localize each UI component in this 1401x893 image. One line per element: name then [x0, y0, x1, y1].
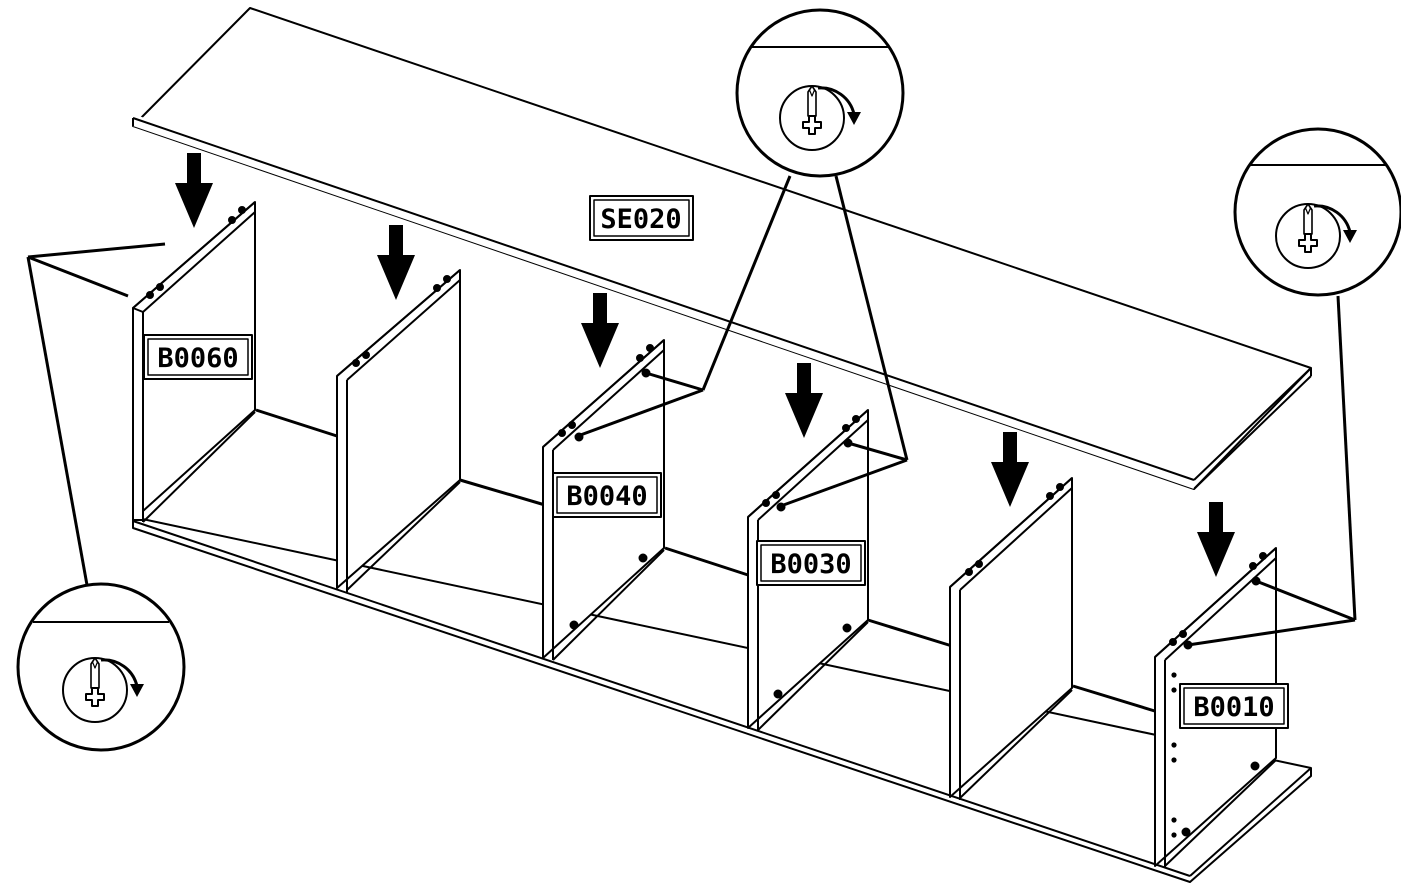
screwdriver-callout-left: [16, 582, 186, 752]
down-arrow-icon: [1196, 501, 1236, 578]
down-arrow-icon: [784, 362, 824, 439]
label-se020-text: SE020: [600, 204, 681, 235]
label-b0040: B0040: [552, 472, 662, 518]
leader-lines: [26, 175, 1357, 647]
label-b0060: B0060: [143, 334, 253, 380]
screwdriver-callout-right: [1233, 127, 1401, 297]
label-b0030: B0030: [756, 540, 866, 586]
label-b0030-text: B0030: [770, 549, 851, 580]
divider-2: [336, 269, 461, 592]
top-panel-se020: [132, 7, 1312, 490]
down-arrow-icon: [376, 224, 416, 301]
label-se020: SE020: [589, 195, 694, 241]
label-b0040-text: B0040: [566, 481, 647, 512]
down-arrow-icon: [580, 292, 620, 369]
down-arrow-icon: [174, 152, 214, 229]
label-b0010: B0010: [1179, 683, 1289, 729]
divider-5: [949, 477, 1073, 800]
screwdriver-callout-top: [735, 8, 905, 178]
down-arrow-icon: [990, 431, 1030, 508]
bottom-panel: [132, 516, 1312, 883]
back-edge-lines: [255, 408, 1159, 714]
label-b0060-text: B0060: [157, 343, 238, 374]
label-b0010-text: B0010: [1193, 692, 1274, 723]
